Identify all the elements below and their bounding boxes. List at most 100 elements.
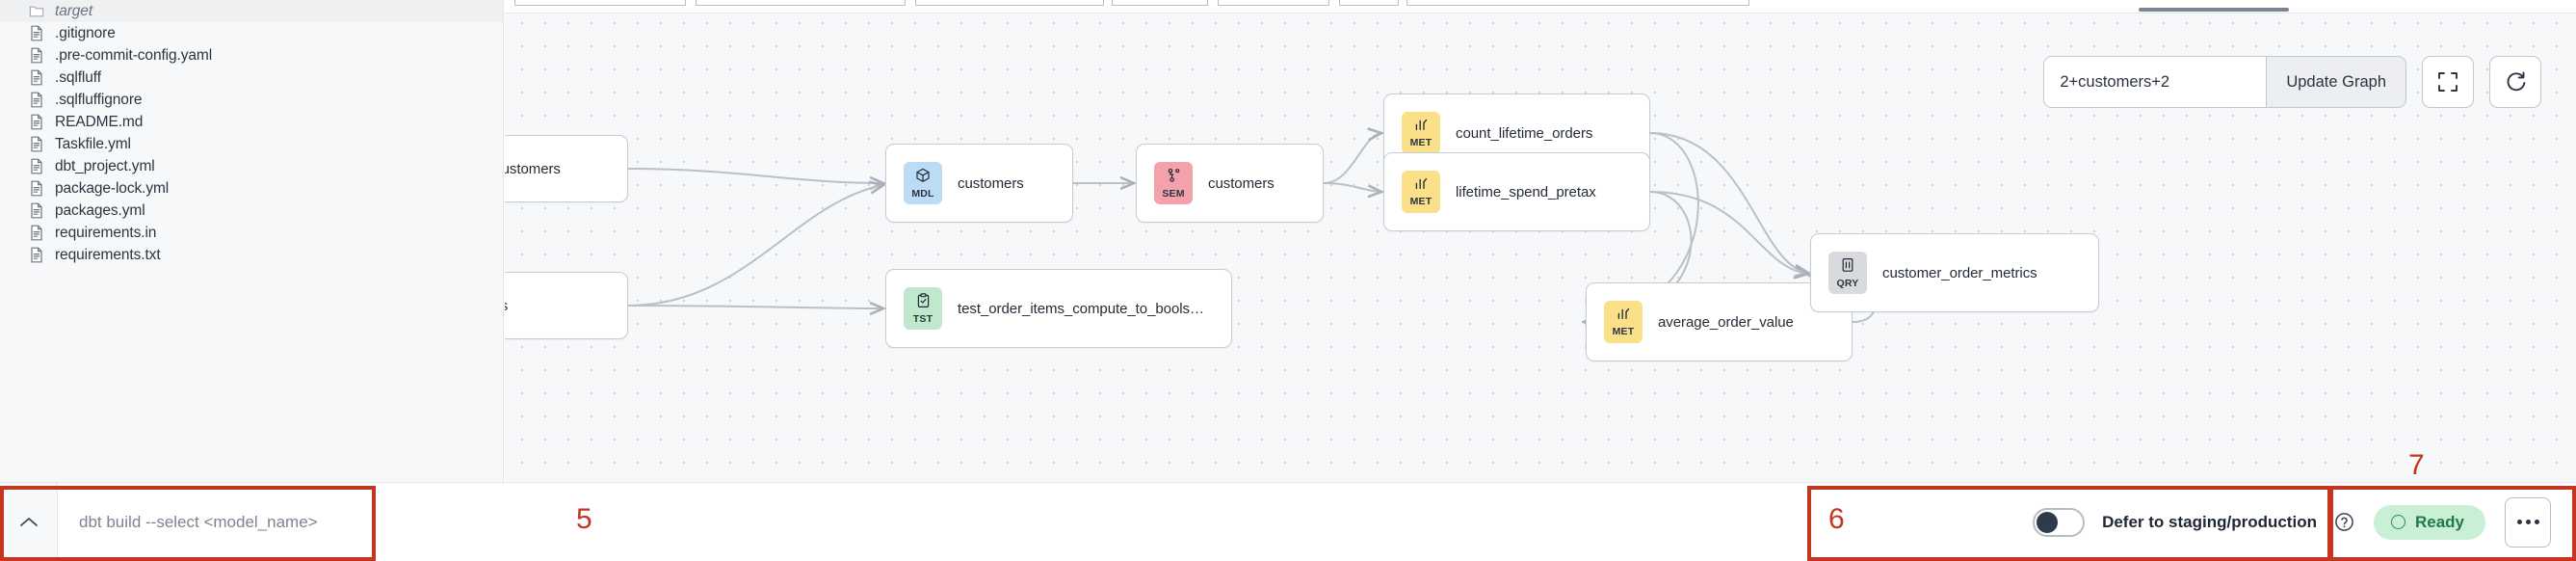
circle-icon [2390,515,2405,529]
file-icon [29,114,44,130]
refresh-icon[interactable] [2489,56,2541,108]
node-type-badge-qry: QRY [1828,252,1867,294]
file-icon [29,47,44,64]
doc-icon [1841,257,1854,277]
file-row[interactable]: .gitignore [0,22,503,44]
graph-node[interactable]: TST test_order_items_compute_to_bools… [885,269,1232,348]
bottom-command-bar: Defer to staging/production Ready [0,482,2576,561]
graph-node[interactable]: stg_customers [505,135,628,202]
file-icon [29,92,44,108]
dot [2516,520,2522,524]
file-label: dbt_project.yml [55,157,155,174]
defer-control-group: Defer to staging/production [2015,507,2354,537]
file-row[interactable]: target [0,0,503,22]
file-label: target [55,2,93,19]
file-row[interactable]: dbt_project.yml [0,155,503,177]
file-label: package-lock.yml [55,179,170,197]
graph-toolbar: Update Graph [2043,56,2541,108]
node-type-label: MDL [911,187,934,200]
help-circle-icon[interactable] [2334,512,2354,532]
expand-icon[interactable] [2422,56,2474,108]
editor-tab-strip[interactable] [505,0,2576,13]
file-icon [29,247,44,263]
file-row[interactable]: .sqlfluffignore [0,89,503,111]
graph-node[interactable]: SEM customers [1136,144,1324,223]
file-tree-list: target .gitignore .pre-commit-config.yam… [0,0,503,266]
file-icon [29,136,44,152]
file-label: .gitignore [55,24,116,41]
graph-node[interactable]: orders [505,272,628,339]
editor-tab-stub[interactable] [514,0,686,6]
file-icon [29,25,44,41]
node-type-label: QRY [1836,277,1859,289]
file-label: requirements.in [55,224,157,241]
node-label: customers [1208,174,1275,192]
active-tab-indicator [2139,8,2289,12]
graph-node[interactable]: MET average_order_value [1586,282,1853,361]
file-label: README.md [55,113,144,130]
file-icon [29,158,44,174]
node-label: test_order_items_compute_to_bools… [958,300,1204,317]
node-label: customer_order_metrics [1882,264,2037,281]
file-icon [29,180,44,197]
file-row[interactable]: package-lock.yml [0,177,503,200]
defer-toggle[interactable] [2033,507,2086,537]
file-row[interactable]: .sqlfluff [0,67,503,89]
graph-selector-input[interactable] [2044,57,2267,107]
node-type-badge-sem: SEM [1154,162,1193,204]
bars-icon [1617,307,1631,325]
file-label: .sqlfluffignore [55,91,143,108]
node-type-label: SEM [1162,187,1185,200]
node-label: average_order_value [1658,313,1794,331]
editor-tab-stub[interactable] [1218,0,1329,6]
file-icon [29,202,44,219]
node-type-label: TST [912,312,933,325]
file-label: .pre-commit-config.yaml [55,46,213,64]
command-input-group [0,483,372,561]
chevron-up-icon[interactable] [0,483,58,561]
editor-tab-stub[interactable] [1339,0,1399,6]
share-icon [1167,168,1181,187]
file-row[interactable]: Taskfile.yml [0,133,503,155]
editor-tab-stub[interactable] [696,0,906,6]
node-type-label: MET [1409,196,1433,207]
file-label: requirements.txt [55,246,161,263]
file-row[interactable]: .pre-commit-config.yaml [0,44,503,67]
node-type-badge-mdl: MDL [904,162,942,204]
node-type-label: MET [1409,137,1433,148]
command-input[interactable] [58,483,372,561]
node-type-badge-met: MET [1604,301,1643,343]
node-label: orders [505,298,508,314]
graph-node[interactable]: MDL customers [885,144,1073,223]
file-row[interactable]: requirements.in [0,222,503,244]
cube-icon [915,168,931,187]
file-explorer-sidebar: target .gitignore .pre-commit-config.yam… [0,0,504,482]
bars-icon [1414,118,1429,136]
node-label: customers [958,174,1024,192]
update-graph-button[interactable]: Update Graph [2266,57,2405,107]
editor-tab-stub[interactable] [1112,0,1208,6]
node-label: count_lifetime_orders [1456,124,1593,142]
node-type-badge-met: MET [1402,112,1440,154]
status-badge[interactable]: Ready [2373,504,2485,540]
bars-icon [1414,176,1429,195]
graph-node[interactable]: QRY customer_order_metrics [1810,233,2099,312]
clipboard-icon [916,292,931,312]
ellipsis-icon[interactable] [2505,496,2551,548]
folder-icon [29,3,44,19]
editor-tab-stub[interactable] [1406,0,1749,6]
file-icon [29,69,44,86]
node-label: stg_customers [505,160,561,177]
file-label: Taskfile.yml [55,135,131,152]
node-type-badge-tst: TST [904,287,942,330]
toggle-knob [2037,511,2059,533]
file-icon [29,225,44,241]
editor-tab-stub[interactable] [915,0,1104,6]
file-row[interactable]: packages.yml [0,200,503,222]
file-label: packages.yml [55,201,145,219]
file-row[interactable]: requirements.txt [0,244,503,266]
file-row[interactable]: README.md [0,111,503,133]
